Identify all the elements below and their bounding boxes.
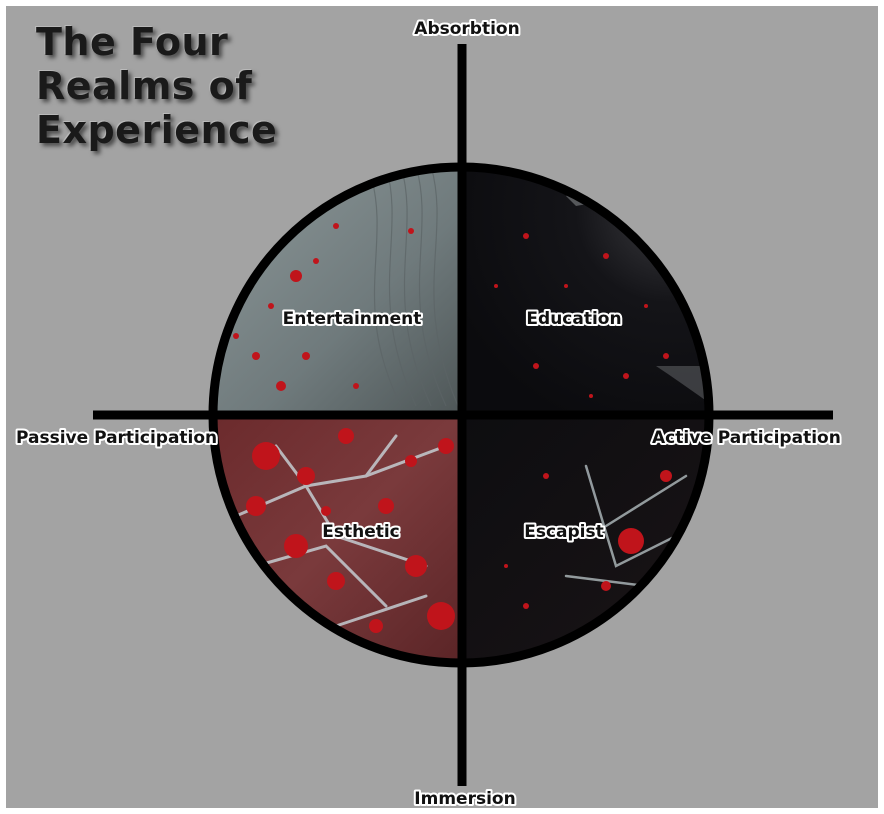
quadrant-label-escapist: Escapist <box>524 522 604 542</box>
page-title: The Four Realms of Experience <box>36 20 277 152</box>
axis-label-bottom: Immersion <box>414 789 515 808</box>
axis-label-top: Absorbtion <box>414 19 519 39</box>
axis-label-left: Passive Participation <box>16 428 217 448</box>
title-line: Experience <box>36 108 278 152</box>
axis-label-right: Active Participation <box>652 428 841 448</box>
four-realms-diagram: Absorbtion Immersion Passive Participati… <box>14 17 843 808</box>
quadrant-label-esthetic: Esthetic <box>322 522 400 542</box>
texture-branches <box>234 434 448 628</box>
quadrant-label-education: Education <box>526 309 621 329</box>
texture-lines <box>370 167 459 407</box>
diagram-canvas: Absorbtion Immersion Passive Participati… <box>6 6 878 808</box>
title-line: Realms of <box>36 64 253 108</box>
title-line: The Four <box>36 20 229 64</box>
quadrant-label-entertainment: Entertainment <box>283 309 422 329</box>
